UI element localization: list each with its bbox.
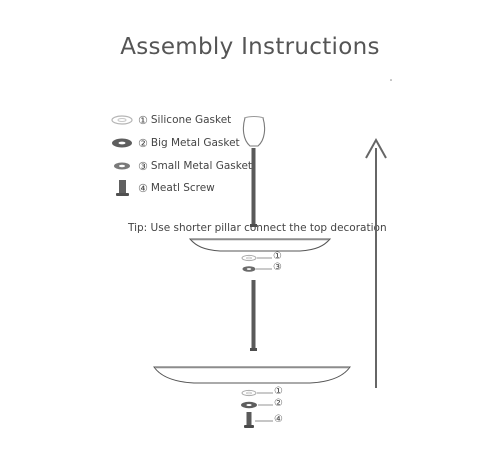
callout-top-small-metal: ③ bbox=[273, 262, 282, 273]
tip-text: Tip: Use shorter pillar connect the top … bbox=[128, 222, 387, 234]
legend-item-silicone-gasket: ① Silicone Gasket bbox=[110, 112, 231, 128]
callout-bottom-silicone: ① bbox=[274, 386, 283, 397]
metal-screw-icon bbox=[116, 180, 129, 196]
legend-label: Meatl Screw bbox=[150, 182, 215, 194]
callout-bottom-big-metal: ② bbox=[274, 398, 283, 409]
legend-num: ① bbox=[138, 113, 148, 127]
legend-item-metal-screw: ④ Meatl Screw bbox=[110, 180, 215, 196]
legend-num: ② bbox=[138, 136, 148, 150]
top-plate bbox=[188, 238, 332, 252]
legend-label: Small Metal Gasket bbox=[150, 160, 253, 172]
stray-dot bbox=[390, 79, 392, 81]
top-decoration bbox=[242, 116, 266, 147]
bottom-silicone-gasket bbox=[241, 389, 273, 397]
legend-num: ④ bbox=[138, 181, 148, 195]
bottom-plate bbox=[153, 366, 351, 384]
legend-num: ③ bbox=[138, 159, 148, 173]
legend-label: Big Metal Gasket bbox=[150, 137, 240, 149]
top-pillar bbox=[250, 148, 257, 227]
top-silicone-gasket bbox=[241, 254, 272, 262]
assembly-direction-arrow bbox=[365, 137, 387, 388]
bottom-metal-screw bbox=[244, 412, 273, 428]
legend-label: Silicone Gasket bbox=[150, 114, 232, 126]
legend-item-small-metal-gasket: ③ Small Metal Gasket bbox=[110, 158, 252, 174]
top-small-metal-gasket bbox=[242, 266, 272, 272]
callout-top-silicone: ① bbox=[273, 251, 282, 262]
page-title: Assembly Instructions bbox=[120, 34, 380, 60]
lower-pillar bbox=[250, 280, 257, 351]
callout-bottom-screw: ④ bbox=[274, 414, 283, 425]
legend-item-big-metal-gasket: ② Big Metal Gasket bbox=[110, 135, 240, 151]
big-metal-gasket-icon bbox=[112, 138, 132, 148]
bottom-big-metal-gasket bbox=[241, 401, 273, 409]
silicone-gasket-icon bbox=[111, 115, 133, 125]
small-metal-gasket-icon bbox=[114, 162, 130, 170]
